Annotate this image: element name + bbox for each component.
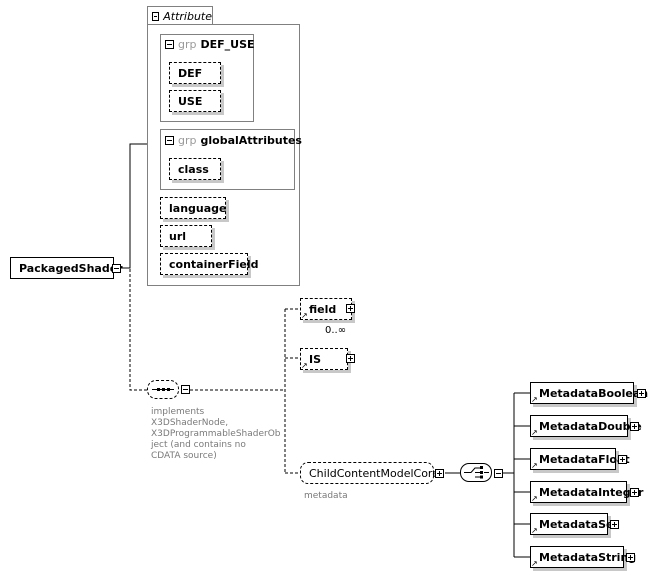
expand-icon[interactable] <box>618 455 627 464</box>
attribute-def[interactable]: DEF <box>169 62 221 84</box>
reference-arrow-icon: ↗ <box>531 461 538 470</box>
group-keyword: grp <box>178 38 197 51</box>
element-metadatadouble[interactable]: MetadataDouble <box>530 415 642 437</box>
expand-icon[interactable] <box>435 469 444 478</box>
sequence-note: implements X3DShaderNode, X3DProgrammabl… <box>151 407 281 461</box>
field-cardinality: 0..∞ <box>325 325 347 336</box>
reference-arrow-icon: ↗ <box>301 361 308 370</box>
packagedshader-node[interactable]: PackagedShader <box>10 257 123 279</box>
metadataboolean-label: MetadataBoolean <box>539 386 649 400</box>
expand-icon[interactable] <box>630 488 639 497</box>
attribute-containerfield[interactable]: containerField <box>160 253 258 275</box>
collapse-icon[interactable] <box>181 385 190 394</box>
attribute-class-label: class <box>178 162 209 176</box>
expand-icon[interactable] <box>346 304 355 313</box>
child-content-note: metadata <box>304 491 348 501</box>
metadatastring-label: MetadataString <box>539 550 637 564</box>
metadatainteger-label: MetadataInteger <box>539 485 644 499</box>
choice-compositor[interactable] <box>460 463 492 482</box>
metadatafloat-label: MetadataFloat <box>539 452 630 466</box>
collapse-icon[interactable] <box>165 40 174 49</box>
collapse-icon[interactable] <box>152 11 160 21</box>
element-field[interactable]: field <box>300 298 352 320</box>
group-child-content-model-core[interactable]: ChildContentModelCore <box>300 462 439 484</box>
metadatadouble-label: MetadataDouble <box>539 419 642 433</box>
reference-arrow-icon: ↗ <box>301 311 308 320</box>
element-metadataset[interactable]: MetadataSet <box>530 513 619 535</box>
expand-icon[interactable] <box>637 389 646 398</box>
group-def-use-header[interactable]: grp DEF_USE <box>165 38 255 51</box>
group-keyword: grp <box>178 134 197 147</box>
attribute-use[interactable]: USE <box>169 90 221 112</box>
element-metadataboolean[interactable]: MetadataBoolean <box>530 382 648 404</box>
attribute-use-label: USE <box>178 94 203 108</box>
attribute-class[interactable]: class <box>169 158 221 180</box>
metadataset-label: MetadataSet <box>539 517 619 531</box>
expand-icon[interactable] <box>630 422 639 431</box>
attribute-containerfield-label: containerField <box>169 257 259 271</box>
element-field-label: field <box>309 302 337 316</box>
element-is[interactable]: IS <box>300 348 348 370</box>
expand-icon[interactable] <box>626 553 635 562</box>
reference-arrow-icon: ↗ <box>531 428 538 437</box>
collapse-icon[interactable] <box>494 469 503 478</box>
expand-icon[interactable] <box>346 354 355 363</box>
collapse-icon[interactable] <box>112 264 121 273</box>
choice-icon <box>464 466 489 479</box>
attribute-def-label: DEF <box>178 66 203 80</box>
element-metadatastring[interactable]: MetadataString <box>530 546 636 568</box>
group-global-attributes-header[interactable]: grp globalAttributes <box>165 134 302 147</box>
collapse-icon[interactable] <box>165 136 174 145</box>
child-content-label: ChildContentModelCore <box>309 466 439 480</box>
attribute-tab[interactable]: Attribute <box>147 6 213 25</box>
attribute-language-label: language <box>169 201 227 215</box>
group-name: DEF_USE <box>200 38 255 51</box>
reference-arrow-icon: ↗ <box>531 395 538 404</box>
reference-arrow-icon: ↗ <box>531 559 538 568</box>
group-name: globalAttributes <box>200 134 302 147</box>
reference-arrow-icon: ↗ <box>531 494 538 503</box>
attribute-language[interactable]: language <box>160 197 227 219</box>
expand-icon[interactable] <box>610 520 619 529</box>
reference-arrow-icon: ↗ <box>531 526 538 535</box>
sequence-icon <box>152 388 174 391</box>
element-metadatainteger[interactable]: MetadataInteger <box>530 481 643 503</box>
element-metadatafloat[interactable]: MetadataFloat <box>530 448 630 470</box>
packagedshader-label: PackagedShader <box>19 261 123 275</box>
attribute-url-label: url <box>169 229 187 243</box>
attribute-title: Attribute <box>163 9 212 23</box>
sequence-compositor[interactable] <box>147 380 179 399</box>
attribute-url[interactable]: url <box>160 225 212 247</box>
element-is-label: IS <box>309 352 322 366</box>
